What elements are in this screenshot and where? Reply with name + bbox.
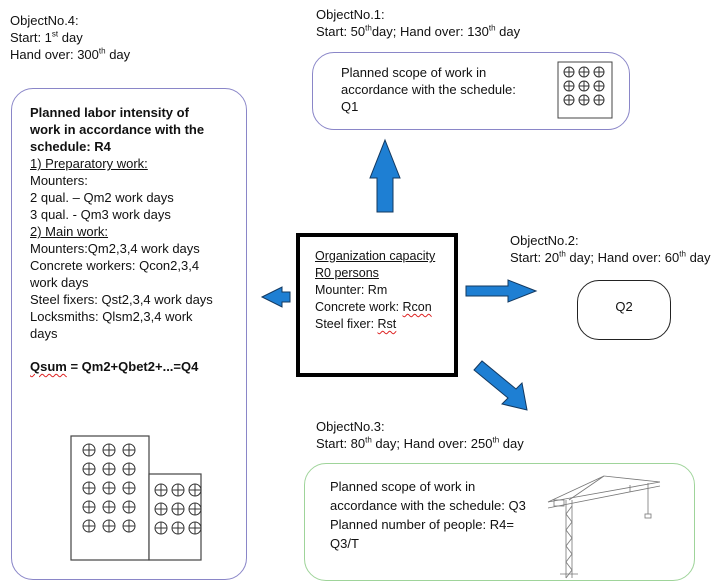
- object4-label: ObjectNo.4: Start: 1st day Hand over: 30…: [10, 12, 130, 63]
- window-cross: [172, 503, 184, 515]
- center-mounter: Mounter: Rm: [315, 283, 388, 297]
- object3-box: [304, 463, 695, 581]
- object2-schedule: Start: 20th day; Hand over: 60th day: [510, 249, 711, 265]
- object4-heading: Planned labor intensity of work in accor…: [30, 105, 205, 154]
- qual2-line: 2 qual. – Qm2 work days: [30, 190, 174, 205]
- center-steel: Steel fixer: Rst: [315, 317, 397, 331]
- object4-box-content: Planned labor intensity of work in accor…: [30, 104, 245, 375]
- mounters-main-line: Mounters:Qm2,3,4 work days: [30, 241, 200, 256]
- steel-fixers-line: Steel fixers: Qst2,3,4 work days: [30, 292, 213, 307]
- window-cross: [594, 81, 604, 91]
- window-cross: [123, 520, 135, 532]
- object1-box-text: Planned scope of work in accordance with…: [341, 65, 516, 114]
- arrow-down-right-icon: [473, 360, 528, 411]
- window-cross: [103, 463, 115, 475]
- object2-label: ObjectNo.2: Start: 20th day; Hand over: …: [510, 232, 711, 266]
- window-cross: [172, 522, 184, 534]
- window-cross: [564, 81, 574, 91]
- organization-capacity-box: [296, 233, 458, 377]
- window-cross: [579, 67, 589, 77]
- object3-label: ObjectNo.3: Start: 80th day; Hand over: …: [316, 418, 524, 452]
- center-title: Organization capacity: [315, 249, 436, 263]
- arrow-up-icon: [369, 138, 401, 213]
- window-cross: [83, 463, 95, 475]
- object4-title: ObjectNo.4:: [10, 13, 79, 28]
- center-concrete: Concrete work: Rcon: [315, 300, 432, 314]
- window-cross: [189, 522, 201, 534]
- object4-handover: Hand over: 300th day: [10, 46, 131, 62]
- object3-box-text: Planned scope of work in accordance with…: [330, 479, 526, 551]
- window-cross: [123, 444, 135, 456]
- window-cross: [594, 67, 604, 77]
- organization-capacity-text: Organization capacity R0 persons Mounter…: [315, 248, 435, 333]
- window-cross: [83, 501, 95, 513]
- arrow-right-icon: [465, 279, 538, 303]
- mounters-label: Mounters:: [30, 173, 88, 188]
- object2-title: ObjectNo.2:: [510, 233, 579, 248]
- window-cross: [155, 484, 167, 496]
- window-cross: [155, 503, 167, 515]
- preparatory-work-title: 1) Preparatory work:: [30, 156, 148, 171]
- window-cross: [103, 501, 115, 513]
- window-cross: [189, 484, 201, 496]
- window-cross: [123, 463, 135, 475]
- locksmiths-line: Locksmiths: Qlsm2,3,4 work days: [30, 309, 193, 341]
- window-cross: [564, 95, 574, 105]
- object3-schedule: Start: 80th day; Hand over: 250th day: [316, 435, 524, 451]
- window-cross: [123, 482, 135, 494]
- window-cross: [103, 444, 115, 456]
- main-work-title: 2) Main work:: [30, 224, 109, 239]
- object1-label: ObjectNo.1: Start: 50thday; Hand over: 1…: [316, 6, 520, 40]
- qual3-line: 3 qual. - Qm3 work days: [30, 207, 171, 222]
- window-cross: [155, 522, 167, 534]
- window-cross: [103, 520, 115, 532]
- object1-schedule: Start: 50thday; Hand over: 130th day: [316, 23, 521, 39]
- object2-box-label: Q2: [615, 299, 633, 314]
- object2-box: [577, 280, 671, 340]
- object3-title: ObjectNo.3:: [316, 419, 385, 434]
- concrete-workers-line: Concrete workers: Qcon2,3,4 work days: [30, 258, 200, 290]
- object1-title: ObjectNo.1:: [316, 7, 385, 22]
- object4-start: Start: 1st day: [10, 29, 83, 45]
- window-cross: [103, 482, 115, 494]
- qsum-formula: Qsum = Qm2+Qbet2+...=Q4: [30, 359, 199, 374]
- window-cross: [189, 503, 201, 515]
- window-cross: [564, 67, 574, 77]
- window-cross: [83, 482, 95, 494]
- arrow-left-icon: [260, 286, 291, 308]
- center-subtitle: R0 persons: [315, 266, 379, 280]
- window-cross: [83, 444, 95, 456]
- window-cross: [579, 95, 589, 105]
- window-cross: [83, 520, 95, 532]
- window-cross: [123, 501, 135, 513]
- window-cross: [579, 81, 589, 91]
- window-cross: [594, 95, 604, 105]
- window-cross: [172, 484, 184, 496]
